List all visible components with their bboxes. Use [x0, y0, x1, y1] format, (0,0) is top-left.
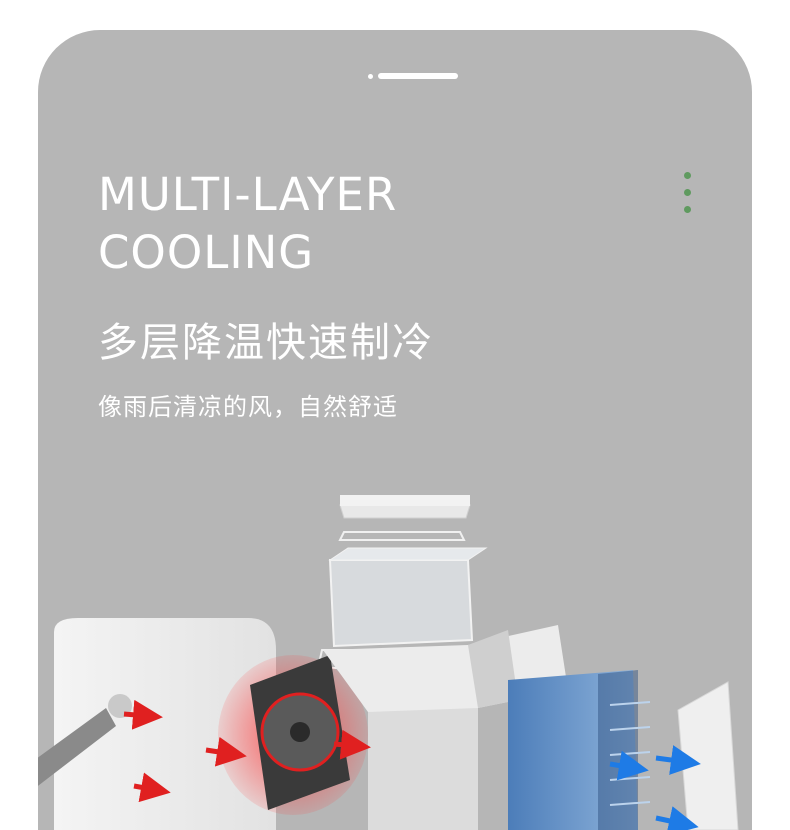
chinese-subtitle: 像雨后清凉的风，自然舒适 [98, 393, 398, 421]
pump-part [323, 625, 568, 830]
heading-line-1: MULTI-LAYER [98, 168, 398, 221]
lid-part [338, 495, 471, 541]
heading-line-2: COOLING [98, 226, 315, 279]
english-heading: MULTI-LAYER COOLING [98, 166, 397, 282]
filter-part [508, 670, 651, 830]
feature-card: MULTI-LAYER COOLING 多层降温快速制冷 像雨后清凉的风，自然舒… [38, 30, 752, 830]
top-indicator-icon [368, 72, 460, 80]
grille-part [677, 681, 739, 830]
chinese-title: 多层降温快速制冷 [98, 320, 434, 366]
hot-air-arrows [123, 699, 371, 803]
product-exploded-image [38, 495, 739, 830]
housing-part [38, 618, 276, 830]
fan-part [250, 655, 350, 810]
more-options-icon[interactable] [684, 172, 692, 223]
